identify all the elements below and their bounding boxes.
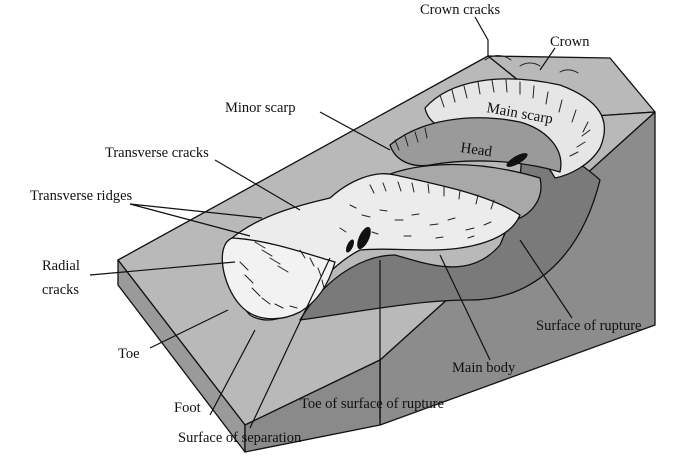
- label-minor-scarp: Minor scarp: [225, 100, 295, 116]
- label-surface-of-separation: Surface of separation: [178, 430, 302, 446]
- dark-patch-2: [345, 239, 355, 253]
- crack-marks: [239, 55, 591, 309]
- label-radial-cracks-line1: Radial: [42, 258, 80, 274]
- head-text: Head: [459, 140, 493, 160]
- label-toe: Toe: [118, 346, 140, 362]
- dark-patch-3: [506, 153, 528, 167]
- label-toe-of-surface-of-rupture: Toe of surface of rupture: [300, 396, 444, 412]
- label-foot: Foot: [174, 400, 201, 416]
- label-main-body: Main body: [452, 360, 516, 376]
- label-crown: Crown: [550, 34, 590, 50]
- label-crown-cracks: Crown cracks: [420, 2, 500, 18]
- slab-bottom-face: [244, 359, 381, 453]
- label-surface-of-rupture: Surface of rupture: [536, 318, 641, 334]
- label-transverse-ridges: Transverse ridges: [30, 188, 133, 204]
- leader-lines: [89, 16, 573, 429]
- label-transverse-cracks: Transverse cracks: [105, 145, 209, 161]
- label-radial-cracks-line2: cracks: [42, 282, 79, 298]
- dark-patch-1: [357, 226, 371, 250]
